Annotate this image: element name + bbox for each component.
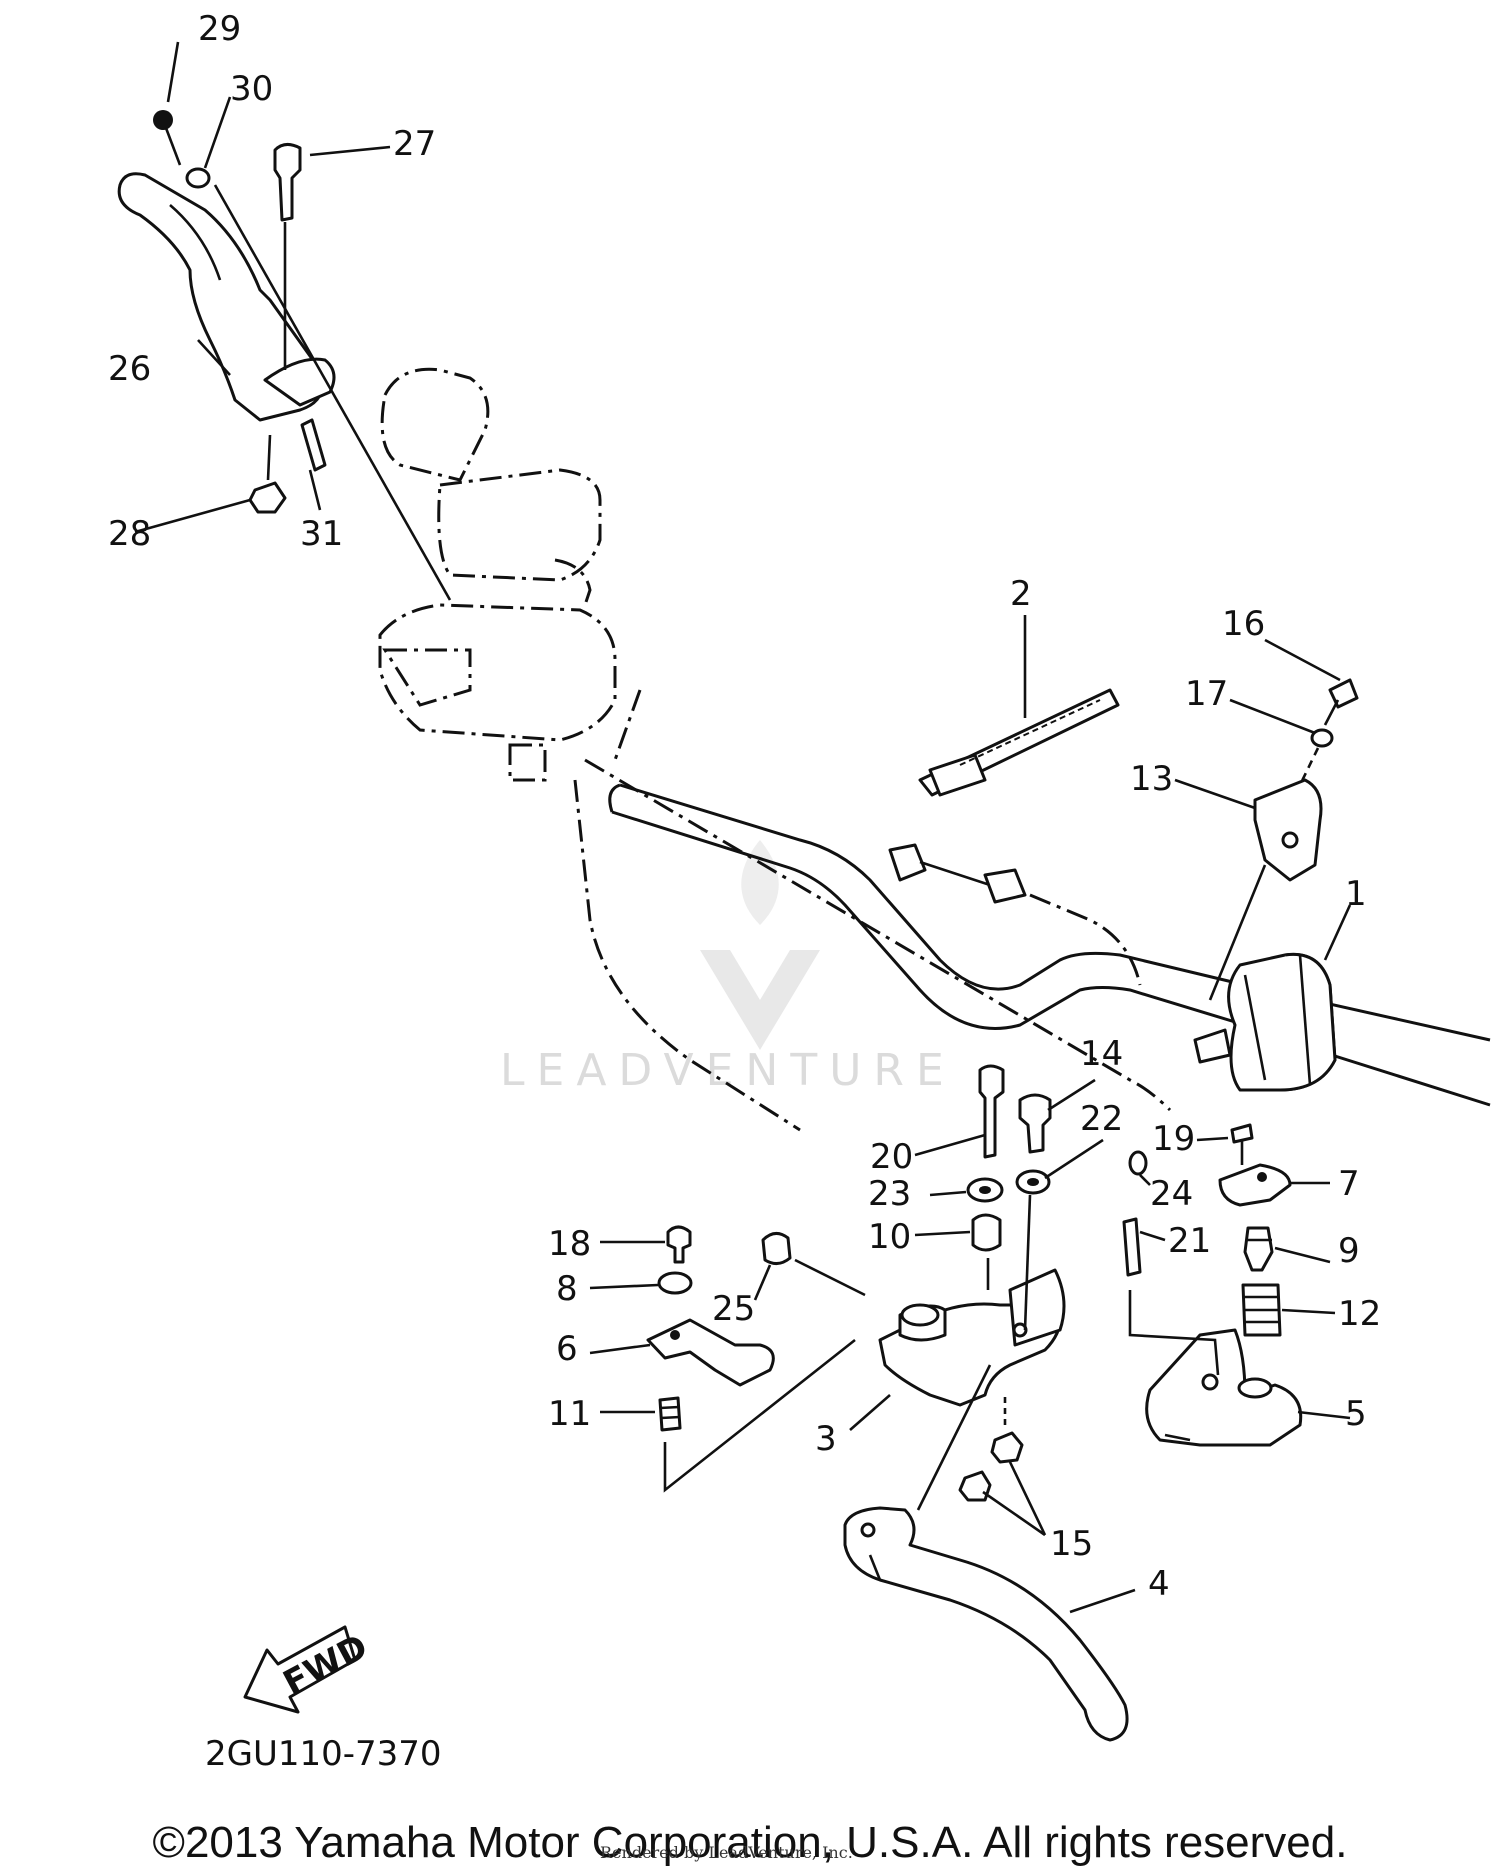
part-5-switch-body: [1145, 1328, 1303, 1447]
leader-lines: [134, 41, 1352, 1614]
part-22-washer: [1015, 1169, 1051, 1331]
part-2-cable-band: [918, 688, 1120, 797]
callout-8: 8: [556, 1269, 578, 1309]
callout-25: 25: [712, 1289, 755, 1329]
watermark: LEADVENTURE: [500, 840, 956, 1096]
callout-14: 14: [1080, 1034, 1123, 1074]
part-19-screw: [1230, 1123, 1254, 1165]
handlebar: [573, 689, 1491, 1132]
part-25-sleeve: [761, 1232, 866, 1297]
watermark-logo-icon: [700, 950, 820, 1050]
part-28-nut: [248, 434, 287, 514]
part-8-washer: [657, 1271, 693, 1295]
part-15-nut-b: [958, 1470, 992, 1502]
part-17-washer: [1298, 728, 1334, 786]
leader-lever-to-grip: [213, 184, 452, 601]
part-11-spring: [658, 1396, 682, 1432]
callout-9: 9: [1338, 1231, 1360, 1271]
copyright-notice: ©2013 Yamaha Motor Corporation, U.S.A. A…: [152, 1818, 1348, 1867]
watermark-text: LEADVENTURE: [500, 1045, 956, 1096]
part-27-pivot-bolt: [273, 143, 302, 370]
part-6-plate: [646, 1318, 775, 1387]
callout-1: 1: [1345, 874, 1367, 914]
part-9-switch-plunger: [1243, 1226, 1274, 1272]
render-credit: Rendered by LeadVenture, Inc.: [600, 1843, 853, 1862]
callout-28: 28: [108, 514, 151, 554]
part-14-bolt: [1018, 1093, 1052, 1154]
callout-31: 31: [300, 514, 343, 554]
part-15-nut-a: [990, 1431, 1024, 1464]
part-31-spring: [300, 418, 327, 472]
fwd-arrow-icon: FWD: [243, 1625, 374, 1714]
part-26-lever: [117, 172, 336, 422]
callout-22: 22: [1080, 1099, 1123, 1139]
left-grip: [378, 367, 617, 782]
part-30-washer: [185, 167, 211, 189]
part-20-bolt: [978, 1064, 1005, 1159]
callout-10: 10: [868, 1217, 911, 1257]
part-3-holder: [878, 1268, 1066, 1407]
callout-labels: 29 30 27 26 28 31 2 16 17 13 1 14 22 20 …: [108, 9, 1381, 1604]
callout-12: 12: [1338, 1294, 1381, 1334]
callout-16: 16: [1222, 604, 1265, 644]
callout-11: 11: [548, 1394, 591, 1434]
callout-24: 24: [1150, 1174, 1193, 1214]
callout-23: 23: [868, 1174, 911, 1214]
part-13-bracket: [1208, 778, 1323, 1001]
part-24-ball: [1128, 1150, 1148, 1176]
part-7-plate: [1218, 1163, 1292, 1207]
callout-27: 27: [393, 124, 436, 164]
part-16-screw: [1323, 678, 1359, 726]
callout-19: 19: [1152, 1119, 1195, 1159]
callout-20: 20: [870, 1137, 913, 1177]
callout-26: 26: [108, 349, 151, 389]
callout-21: 21: [1168, 1221, 1211, 1261]
leader-11: [663, 1338, 856, 1493]
part-29-bolt: [153, 110, 182, 166]
callout-7: 7: [1338, 1164, 1360, 1204]
part-23-washer: [966, 1177, 1004, 1203]
part-10-collar: [971, 1213, 1002, 1290]
callout-17: 17: [1185, 674, 1228, 714]
part-4-lever: [843, 1364, 1129, 1742]
callout-2: 2: [1010, 574, 1032, 614]
callout-30: 30: [230, 69, 273, 109]
callout-15: 15: [1050, 1524, 1093, 1564]
part-12-spring: [1241, 1283, 1282, 1337]
drawing-number: 2GU110-7370: [205, 1734, 442, 1774]
callout-5: 5: [1345, 1394, 1367, 1434]
cable-connector: [888, 843, 1142, 986]
callout-3: 3: [815, 1419, 837, 1459]
callout-13: 13: [1130, 759, 1173, 799]
callout-18: 18: [548, 1224, 591, 1264]
part-1-switch: [1193, 952, 1337, 1092]
callout-6: 6: [556, 1329, 578, 1369]
callout-4: 4: [1148, 1564, 1170, 1604]
part-21-pin: [1122, 1217, 1220, 1376]
part-18-screw: [666, 1225, 692, 1264]
callout-29: 29: [198, 9, 241, 49]
